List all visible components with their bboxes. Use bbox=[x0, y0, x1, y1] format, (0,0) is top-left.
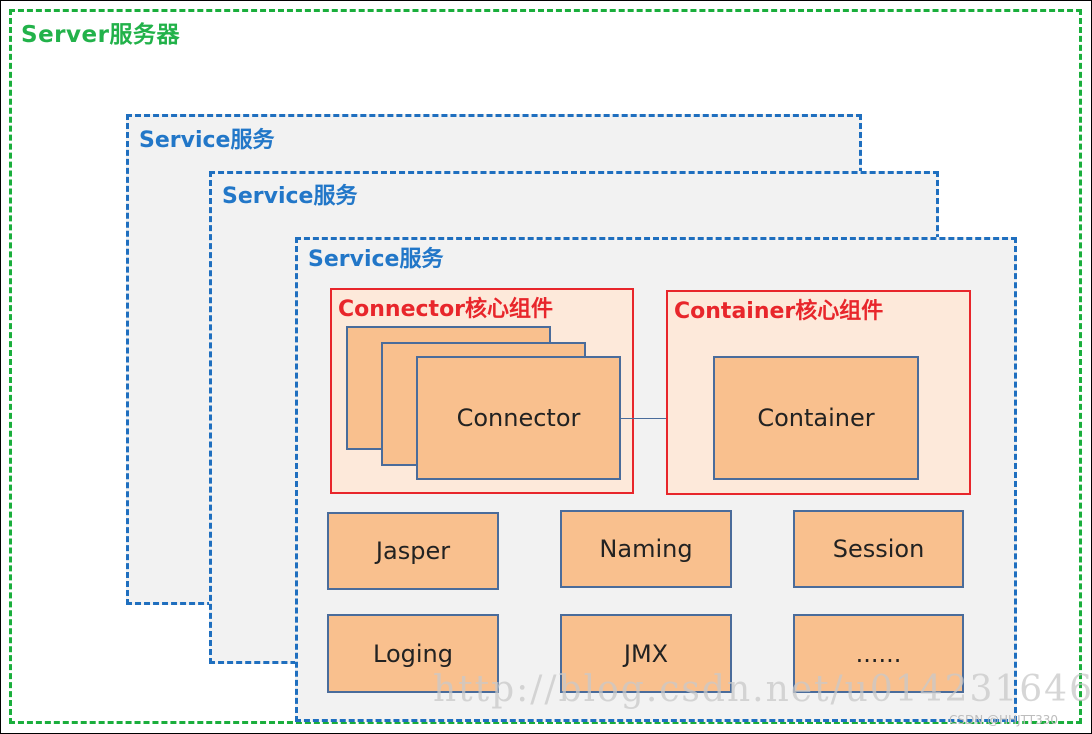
connector-box: Connector bbox=[416, 356, 621, 480]
component-box-jmx: JMX bbox=[560, 614, 732, 693]
component-label: Jasper bbox=[375, 537, 451, 565]
component-label: Loging bbox=[373, 639, 453, 668]
component-box-loging: Loging bbox=[327, 614, 499, 693]
component-label: Naming bbox=[599, 535, 693, 563]
service-title-front: Service服务 bbox=[308, 247, 444, 272]
component-box-naming: Naming bbox=[560, 510, 732, 588]
component-box-jasper: Jasper bbox=[327, 512, 499, 590]
component-label: ...... bbox=[855, 639, 902, 668]
component-label: Session bbox=[832, 535, 925, 563]
component-label: JMX bbox=[623, 639, 669, 668]
url-watermark: http://blog.csdn.net/u014231646 bbox=[433, 669, 1092, 710]
author-credit: CSDN @HHJTT330 bbox=[949, 713, 1058, 727]
container-core-title: Container核心组件 bbox=[674, 299, 884, 324]
connector-label: Connector bbox=[456, 404, 581, 432]
container-label: Container bbox=[757, 404, 875, 432]
server-title: Server服务器 bbox=[21, 22, 180, 48]
service-title-middle: Service服务 bbox=[222, 184, 358, 209]
service-title-back: Service服务 bbox=[139, 128, 275, 153]
component-box-more: ...... bbox=[793, 614, 964, 693]
component-box-session: Session bbox=[793, 510, 964, 588]
connector-core-title: Connector核心组件 bbox=[338, 297, 554, 322]
container-box: Container bbox=[713, 356, 919, 480]
